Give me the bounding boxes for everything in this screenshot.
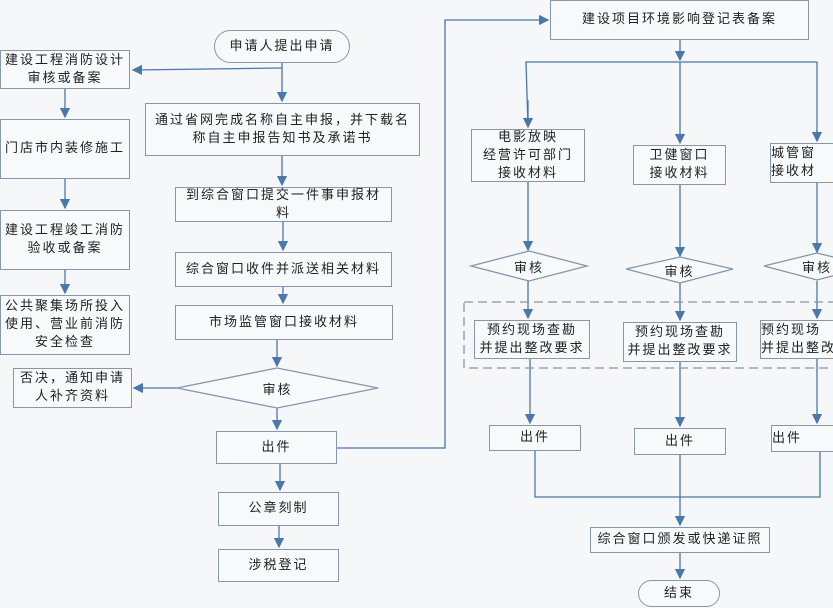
- review-decision: 审核: [801, 261, 832, 276]
- inspection-box: 预约现场并提出整改: [760, 320, 833, 359]
- review-decision: 审核: [513, 260, 544, 276]
- node-text-line: 出件: [261, 439, 292, 455]
- node-text-line: 审核或备案: [27, 70, 103, 86]
- urban-mgmt-receive-box: 城管窗接收材: [770, 143, 833, 183]
- end-node: 结束: [638, 580, 720, 607]
- node-text-line: 经营许可部门: [482, 147, 573, 163]
- node-text-line: 安全检查: [34, 335, 95, 350]
- node-text-line: 公共聚集场所投入: [4, 299, 125, 314]
- node-text-line: 并提出整改: [761, 340, 833, 356]
- node-text-line: 建设工程消防设计: [4, 52, 125, 68]
- node-text-line: 申请人提出申请: [229, 38, 335, 54]
- inspection-box: 预约现场查勘并提出整改要求: [474, 320, 590, 359]
- node-text-line: 电影放映: [497, 129, 558, 145]
- dispatch-materials-box: 综合窗口收件并派送相关材料: [175, 252, 392, 287]
- review-decision: 审核: [664, 264, 695, 280]
- reject-notice-box: 否决，通知申请人补齐资料: [13, 368, 132, 408]
- node-text-line: 结束: [663, 585, 694, 601]
- node-text-line: 预约现场查勘: [486, 322, 577, 338]
- node-text-line: 接收材料: [649, 166, 710, 181]
- fire-design-review-box: 建设工程消防设计审核或备案: [0, 50, 130, 89]
- issue-box: 出件: [216, 431, 337, 464]
- node-text-line: 接收材: [771, 164, 817, 179]
- node-text-line: 出件: [519, 430, 550, 445]
- node-text-line: 公章刻制: [248, 501, 309, 516]
- node-text-line: 料: [275, 205, 291, 221]
- node-text-line: 综合窗口颁发或快递证照: [597, 532, 763, 547]
- node-text-line: 市场监管窗口接收材料: [208, 314, 359, 330]
- film-license-receive-box: 电影放映经营许可部门接收材料: [471, 129, 585, 182]
- node-text-line: 预约现场查勘: [634, 325, 725, 340]
- renovation-box: 门店市内装修施工: [0, 119, 130, 179]
- review-decision: 审核: [262, 382, 293, 398]
- health-window-receive-box: 卫健窗口接收材料: [633, 145, 726, 185]
- node-text-line: 到综合窗口提交一件事申报材: [185, 187, 381, 203]
- node-text-line: 建设工程竣工消防: [4, 223, 125, 238]
- certificate-delivery-box: 综合窗口颁发或快递证照: [590, 527, 770, 553]
- fire-acceptance-box: 建设工程竣工消防验收或备案: [0, 210, 130, 270]
- node-text-line: 预约现场: [761, 322, 822, 338]
- issue-box: 出件: [771, 425, 833, 452]
- node-text-line: 出件: [664, 433, 695, 449]
- node-text-line: 人补齐资料: [34, 389, 110, 404]
- node-text-line: 验收或备案: [27, 241, 103, 256]
- market-supervision-box: 市场监管窗口接收材料: [175, 305, 393, 340]
- node-text-line: 接收材料: [497, 165, 558, 181]
- node-text-line: 建设项目环境影响登记表备案: [581, 12, 777, 27]
- node-text-line: 称自主申报告知书及承诺书: [192, 130, 373, 146]
- node-text-line: 并提出整改要求: [479, 340, 585, 356]
- node-text-line: 使用、营业前消防: [4, 317, 125, 332]
- node-text-line: 出件: [772, 430, 803, 446]
- node-text-line: 否决，通知申请: [19, 371, 125, 386]
- node-text-line: 城管窗: [771, 146, 817, 161]
- tax-registration-box: 涉税登记: [218, 549, 339, 582]
- online-declaration-box: 通过省网完成名称自主申报，并下载名称自主申报告知书及承诺书: [145, 103, 420, 156]
- issue-box: 出件: [489, 425, 581, 451]
- node-text-line: 综合窗口收件并派送相关材料: [185, 261, 381, 277]
- issue-box: 出件: [634, 428, 726, 455]
- node-text-line: 通过省网完成名称自主申报，并下载名: [154, 112, 410, 128]
- start-node: 申请人提出申请: [214, 30, 350, 63]
- submit-materials-box: 到综合窗口提交一件事申报材料: [175, 187, 392, 222]
- node-text-line: 并提出整改要求: [627, 343, 733, 358]
- node-text-line: 卫健窗口: [649, 148, 710, 163]
- inspection-box: 预约现场查勘并提出整改要求: [623, 322, 737, 362]
- node-text-line: 门店市内装修施工: [4, 141, 125, 156]
- seal-engraving-box: 公章刻制: [218, 492, 339, 526]
- env-registration-box: 建设项目环境影响登记表备案: [550, 0, 809, 40]
- node-text-line: 涉税登记: [248, 557, 309, 573]
- safety-check-box: 公共聚集场所投入使用、营业前消防安全检查: [0, 295, 130, 355]
